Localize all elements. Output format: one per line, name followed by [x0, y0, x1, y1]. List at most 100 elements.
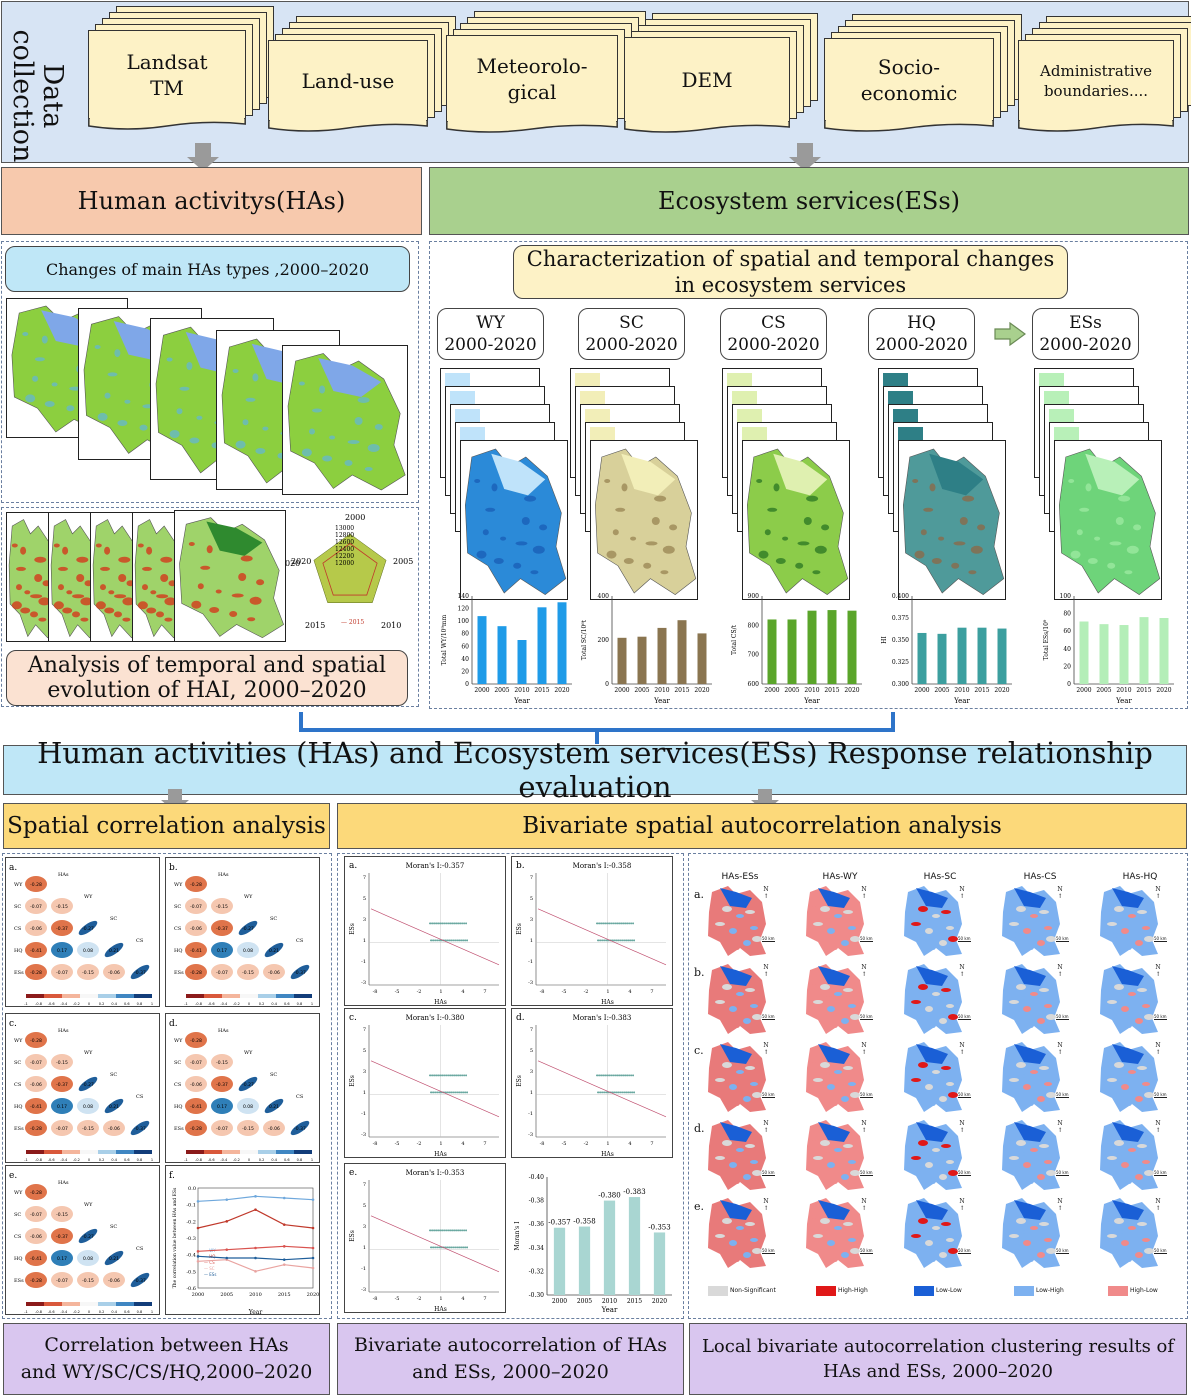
moran-point — [601, 1091, 603, 1094]
lisa-map — [804, 1196, 866, 1270]
north-label: N — [1057, 964, 1063, 971]
corr-ellipse — [264, 1098, 284, 1114]
scale-bar-label: 50 km — [1154, 1092, 1167, 1097]
corr-colorbar — [116, 1302, 134, 1306]
y-tick-label: 400 — [598, 593, 610, 600]
data-source-doc: DEM — [624, 37, 790, 121]
scale-bar: 50 km — [860, 1248, 873, 1254]
es-characterization-title: Characterization of spatial and temporal… — [513, 245, 1068, 299]
corr-value: -0.07 — [216, 970, 228, 976]
scale-bar: 50 km — [1056, 1248, 1069, 1254]
radar-tick-label: 12400 — [335, 546, 354, 553]
f-series-point — [196, 1255, 200, 1258]
y-tick-label: 200 — [598, 637, 610, 644]
corr-value: -0.27 — [82, 1082, 94, 1088]
moran-point — [450, 1091, 452, 1094]
f-series-point — [254, 1270, 257, 1273]
lisa-legend-label: High-Low — [1130, 1287, 1158, 1294]
corr-value: -0.06 — [268, 970, 280, 976]
radar-year-label: 2005 — [393, 557, 413, 566]
north-label: N — [763, 886, 769, 893]
bar — [477, 616, 487, 684]
moran-point — [460, 1246, 462, 1249]
north-arrow-icon: N↑ — [1054, 1198, 1066, 1214]
moran-point — [432, 939, 434, 942]
moran-point — [433, 1074, 435, 1077]
corr-colorbar — [80, 1150, 98, 1154]
lisa-legend-swatch — [1014, 1286, 1034, 1296]
corr-value: 0.21 — [109, 1256, 119, 1262]
scale-bar-label: 50 km — [958, 1092, 971, 1097]
bar — [807, 610, 817, 684]
moran-point — [438, 1091, 440, 1094]
moran-x-tick: -2 — [584, 989, 589, 995]
bar — [637, 636, 647, 684]
corr-value: 0.21 — [109, 1104, 119, 1110]
x-tick-label: 2000 — [1076, 687, 1091, 694]
moran-point — [610, 922, 612, 925]
x-tick-label: 2010 — [954, 687, 969, 694]
corr-value: -0.27 — [242, 1082, 254, 1088]
corr-ellipse — [51, 1076, 73, 1092]
moran-point — [448, 939, 450, 942]
data-collection-title-line1: Data — [37, 63, 68, 129]
corr-value: -0.15 — [216, 1060, 228, 1066]
corr-value: -0.28 — [30, 1190, 42, 1196]
corr-scale-label: -0.6 — [48, 1002, 55, 1006]
bar — [1139, 617, 1149, 684]
moran-point — [622, 922, 624, 925]
north-label: N — [861, 1120, 867, 1127]
bar-data-label: -0.380 — [598, 1192, 620, 1200]
moran-point — [449, 922, 451, 925]
moran-point — [441, 922, 443, 925]
corr-ellipse — [104, 942, 124, 958]
moran-point — [446, 1246, 448, 1249]
moran-point — [629, 1091, 631, 1094]
corr-ellipse — [51, 1272, 73, 1288]
north-label: N — [1155, 1120, 1161, 1127]
corr-scale-label: -0.8 — [35, 1310, 42, 1314]
f-series-line — [197, 1259, 314, 1272]
corr-col-label: SC — [110, 916, 117, 922]
corr-value: -0.15 — [242, 970, 254, 976]
corr-ellipse — [77, 1272, 99, 1288]
corr-ellipse — [211, 898, 233, 914]
north-label: N — [959, 1120, 965, 1127]
corr-colorbar — [240, 1150, 258, 1154]
north-label: N — [1155, 1042, 1161, 1049]
hai-map — [174, 510, 286, 642]
bivariate-header: Bivariate spatial autocorrelation analys… — [337, 803, 1187, 849]
ha-types-title: Changes of main HAs types ,2000–2020 — [5, 246, 410, 292]
moran-point — [624, 922, 626, 925]
moran-point — [457, 1229, 459, 1232]
scale-bar: 50 km — [958, 1170, 971, 1176]
moran-y-tick: 3 — [530, 1069, 533, 1075]
corr-value: -0.37 — [216, 926, 228, 932]
bar-data-label: -0.358 — [573, 1218, 595, 1226]
bar — [917, 632, 927, 684]
moran-y-tick: 3 — [363, 917, 366, 923]
moran-y-tick: -1 — [528, 959, 533, 965]
corr-value: -0.15 — [82, 1126, 94, 1132]
north-arrow-glyph: ↑ — [959, 893, 965, 900]
north-label: N — [861, 964, 867, 971]
moran-point — [441, 1229, 443, 1232]
moran-point — [434, 1091, 436, 1094]
corr-ellipse — [237, 964, 259, 980]
moran-point — [443, 1074, 445, 1077]
bar-data-label: -0.357 — [548, 1219, 570, 1227]
corr-scale-label: 0.2 — [99, 1310, 105, 1314]
moran-point — [454, 1246, 456, 1249]
corr-scale-label: 1 — [311, 1002, 313, 1006]
corr-ellipse — [25, 1184, 47, 1200]
moran-point — [462, 939, 464, 942]
corr-row-label: ESs — [14, 1126, 24, 1132]
moran-point — [453, 922, 455, 925]
north-arrow-glyph: ↑ — [1057, 893, 1063, 900]
corr-value: -0.06 — [30, 926, 42, 932]
corr-panel-label: a. — [9, 863, 17, 873]
doc-label-line2: gical — [507, 79, 557, 104]
